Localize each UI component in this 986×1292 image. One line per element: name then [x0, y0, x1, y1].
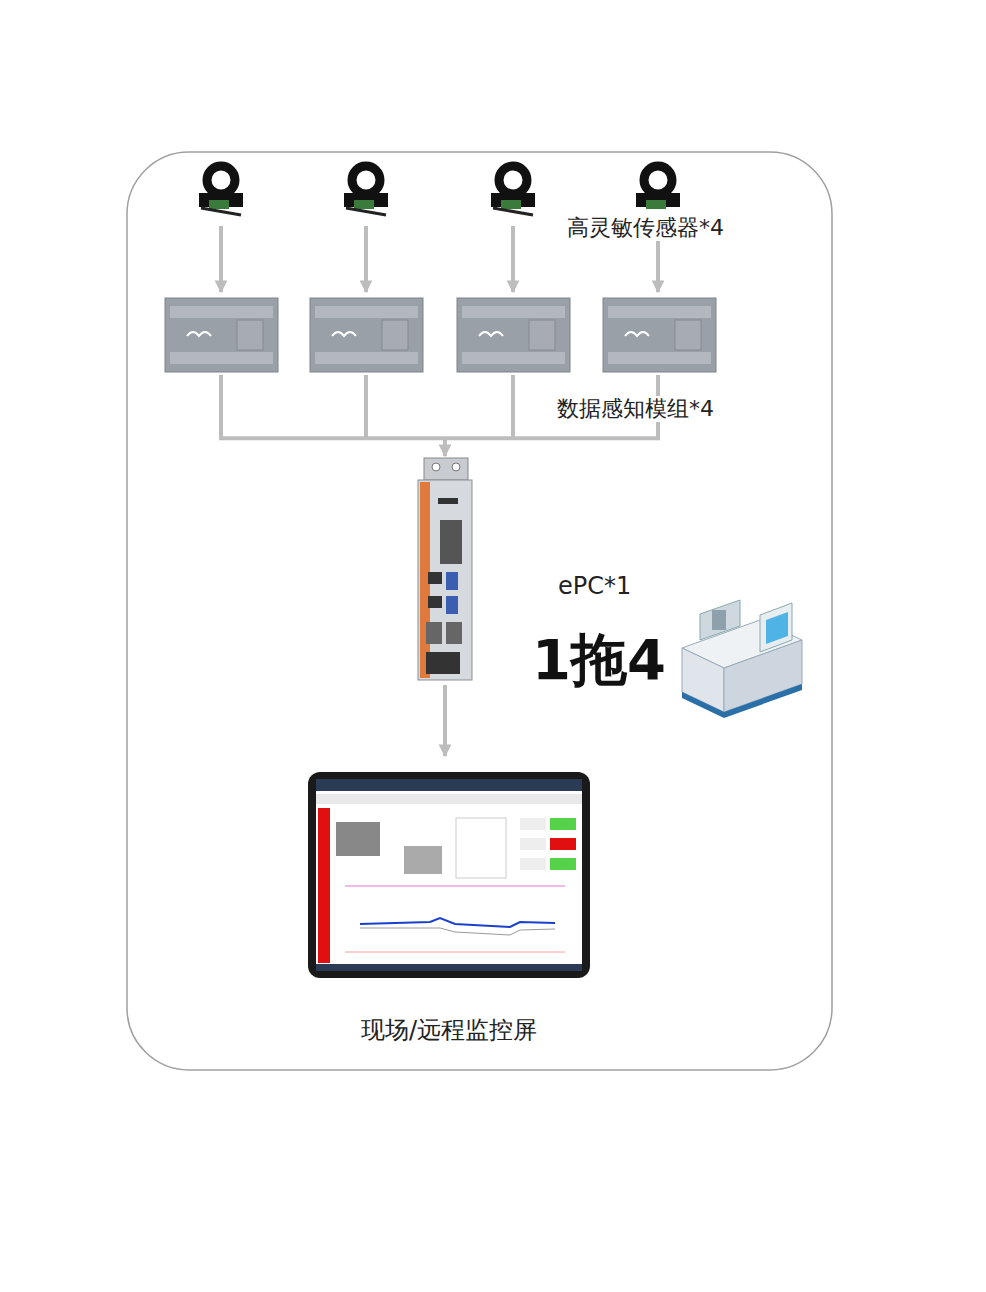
modules: [165, 298, 716, 372]
connector-line: [443, 685, 447, 756]
node-label: ePC*1: [556, 572, 633, 601]
illustrated-node: ePC*1: [418, 458, 472, 680]
connector-line: [511, 226, 515, 292]
sensors: [199, 166, 680, 215]
callout-text: 1拖4: [530, 626, 668, 693]
illustrated-node: 数据感知模组*4: [165, 298, 716, 372]
connector-line: [364, 375, 368, 438]
epc-box: [418, 458, 472, 680]
outer-frame: [127, 152, 832, 1070]
illustrated-node: 高灵敏传感器*4: [195, 163, 685, 218]
node-label: 现场/远程监控屏: [359, 1016, 539, 1045]
connector-line: [219, 375, 223, 438]
connector-line: [443, 438, 447, 456]
illustrated-node: 现场/远程监控屏: [308, 772, 590, 978]
node-label: 数据感知模组*4: [555, 396, 716, 422]
connector-line: [219, 436, 660, 440]
connector-line: [364, 226, 368, 292]
node-label: 高灵敏传感器*4: [565, 215, 726, 241]
connector-line: [511, 375, 515, 438]
connector-line: [219, 226, 223, 292]
connector: [445, 685, 446, 756]
monitor-screen: [308, 772, 590, 978]
machine-tool: [682, 600, 802, 718]
